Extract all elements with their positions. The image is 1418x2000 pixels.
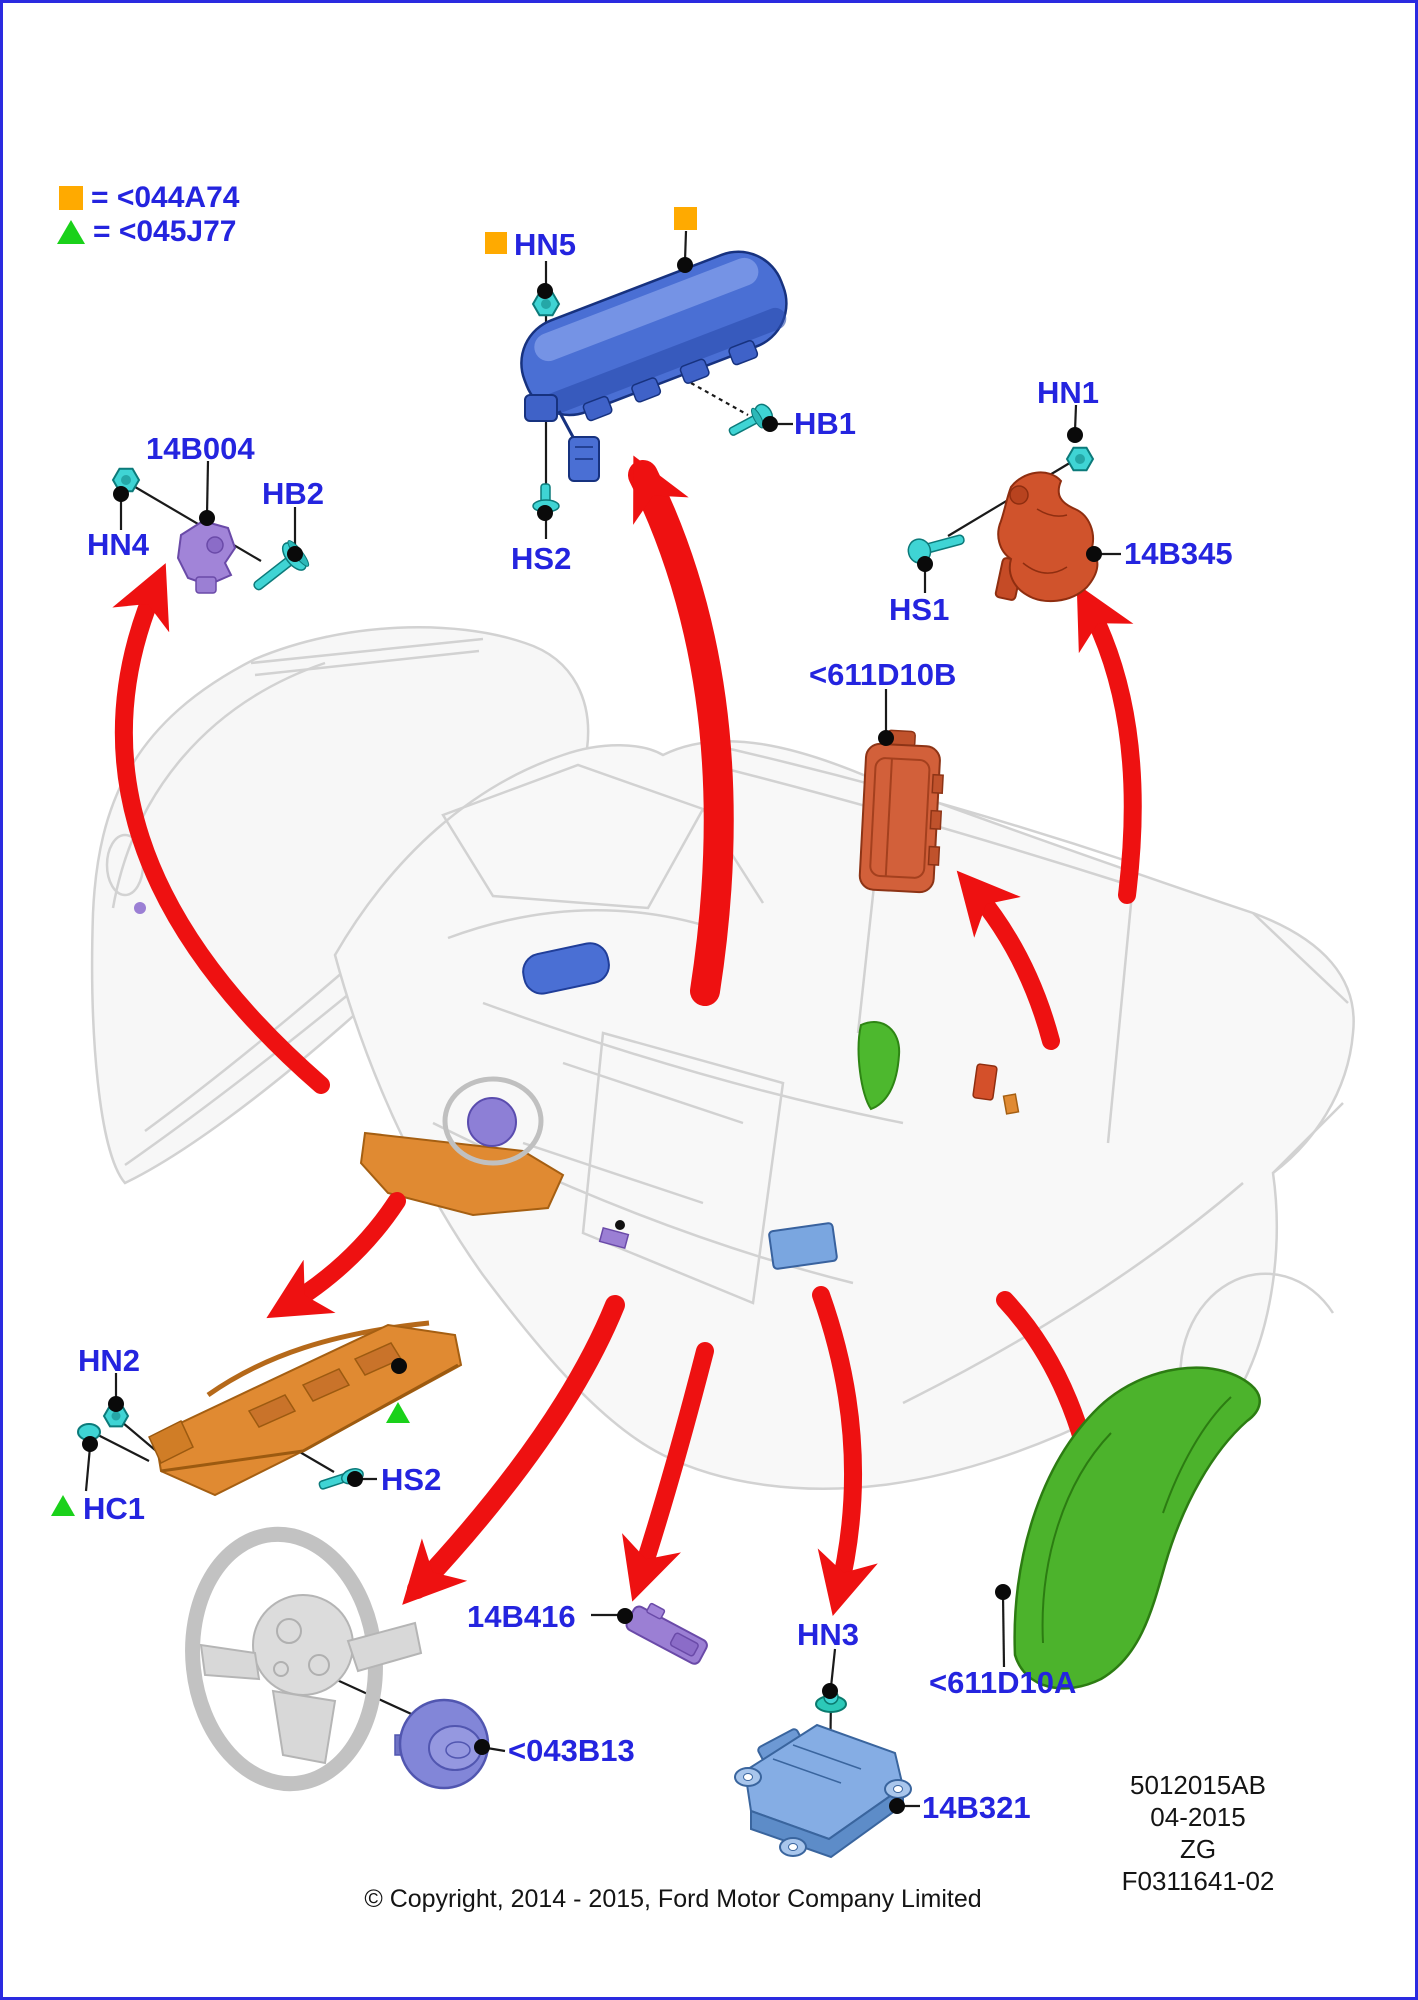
orange-square-icon xyxy=(59,186,83,210)
figure-number: F0311641-02 xyxy=(1121,1866,1275,1896)
arrow-front-sensor xyxy=(112,563,330,1094)
copyright-text: © Copyright, 2014 - 2015, Ford Motor Com… xyxy=(364,1885,982,1913)
orange-square-icon xyxy=(485,232,507,254)
arrow-knee-bolster xyxy=(266,1192,406,1319)
passenger-airbag-module xyxy=(520,250,788,482)
callout-hn4[interactable]: HN4 xyxy=(87,527,150,562)
installed-control-module xyxy=(768,1222,838,1270)
orange-square-icon xyxy=(674,207,697,230)
callout-hn1[interactable]: HN1 xyxy=(1037,375,1100,410)
legend-text: = <044A74 xyxy=(91,181,240,214)
catalog-number: 5012015AB xyxy=(1130,1770,1266,1800)
steering-wheel xyxy=(185,1526,423,1792)
callout-hs2-bottom[interactable]: HS2 xyxy=(381,1462,442,1497)
installed-side-trim xyxy=(857,1020,901,1111)
side-impact-sensor-14b345 xyxy=(994,471,1099,603)
restraints-control-module-14b321 xyxy=(734,1723,912,1859)
callout-611d10b[interactable]: <611D10B xyxy=(809,657,957,692)
callout-043b13[interactable]: <043B13 xyxy=(508,1733,635,1768)
callout-hs1[interactable]: HS1 xyxy=(889,592,950,627)
callout-hn3[interactable]: HN3 xyxy=(797,1617,860,1652)
callout-14b004[interactable]: 14B004 xyxy=(146,431,255,466)
installed-components xyxy=(134,902,1020,1270)
arrow-14b345 xyxy=(1076,583,1142,904)
callout-611d10a[interactable]: <611D10A xyxy=(929,1665,1077,1700)
arrow-611d10b xyxy=(956,870,1060,1050)
legend-text: = <045J77 xyxy=(93,215,237,248)
callout-hn5[interactable]: HN5 xyxy=(514,227,577,262)
installed-passenger-airbag xyxy=(522,942,610,995)
green-triangle-icon xyxy=(57,220,85,244)
callout-dots xyxy=(82,257,1102,1814)
green-triangle-icon xyxy=(386,1402,410,1423)
arrow-14b416 xyxy=(622,1342,714,1602)
driver-airbag-module-043b13 xyxy=(394,1698,490,1790)
callout-14b416[interactable]: 14B416 xyxy=(467,1599,576,1634)
callout-hb2[interactable]: HB2 xyxy=(262,476,325,511)
bolt-hs1 xyxy=(907,534,965,564)
knee-bolster-panel xyxy=(148,1320,463,1497)
installed-bracket xyxy=(1002,1093,1020,1115)
catalog-date: 04-2015 xyxy=(1150,1802,1246,1832)
car-body-wireframe xyxy=(90,626,1355,1490)
installed-sensor-dot xyxy=(134,902,146,914)
impact-sensor-14b416 xyxy=(625,1602,708,1665)
bolt-hb2 xyxy=(253,540,310,591)
callout-14b345[interactable]: 14B345 xyxy=(1124,536,1233,571)
green-triangle-icon xyxy=(51,1495,75,1516)
callout-hc1[interactable]: HC1 xyxy=(83,1491,146,1526)
callout-hb1[interactable]: HB1 xyxy=(794,406,857,441)
legend-row-044a74: = <044A74 xyxy=(59,181,239,215)
module-611d10b xyxy=(858,729,944,894)
trim-panel-611d10a xyxy=(1013,1366,1261,1690)
installed-side-sensor xyxy=(972,1063,998,1101)
arrow-14b321 xyxy=(812,1286,878,1617)
market-code: ZG xyxy=(1179,1834,1217,1864)
callout-hs2-top[interactable]: HS2 xyxy=(511,541,572,576)
callout-hn2[interactable]: HN2 xyxy=(78,1343,141,1378)
installed-driver-airbag xyxy=(467,1097,517,1147)
installed-impact-sensor xyxy=(598,1226,630,1250)
arrow-passenger-airbag xyxy=(628,455,734,1006)
doc-reference-block: 5012015AB 04-2015 ZG F0311641-02 xyxy=(1078,1769,1318,1897)
installed-steering-wheel xyxy=(442,1076,544,1166)
installed-dash-panel xyxy=(359,1131,565,1217)
airbag-exploded-diagram xyxy=(77,207,1355,1859)
callout-14b321[interactable]: 14B321 xyxy=(922,1790,1031,1825)
legend-row-045j77: = <045J77 xyxy=(57,215,236,249)
arrow-steering-wheel xyxy=(402,1295,625,1605)
front-impact-sensor-14b004 xyxy=(176,519,237,594)
